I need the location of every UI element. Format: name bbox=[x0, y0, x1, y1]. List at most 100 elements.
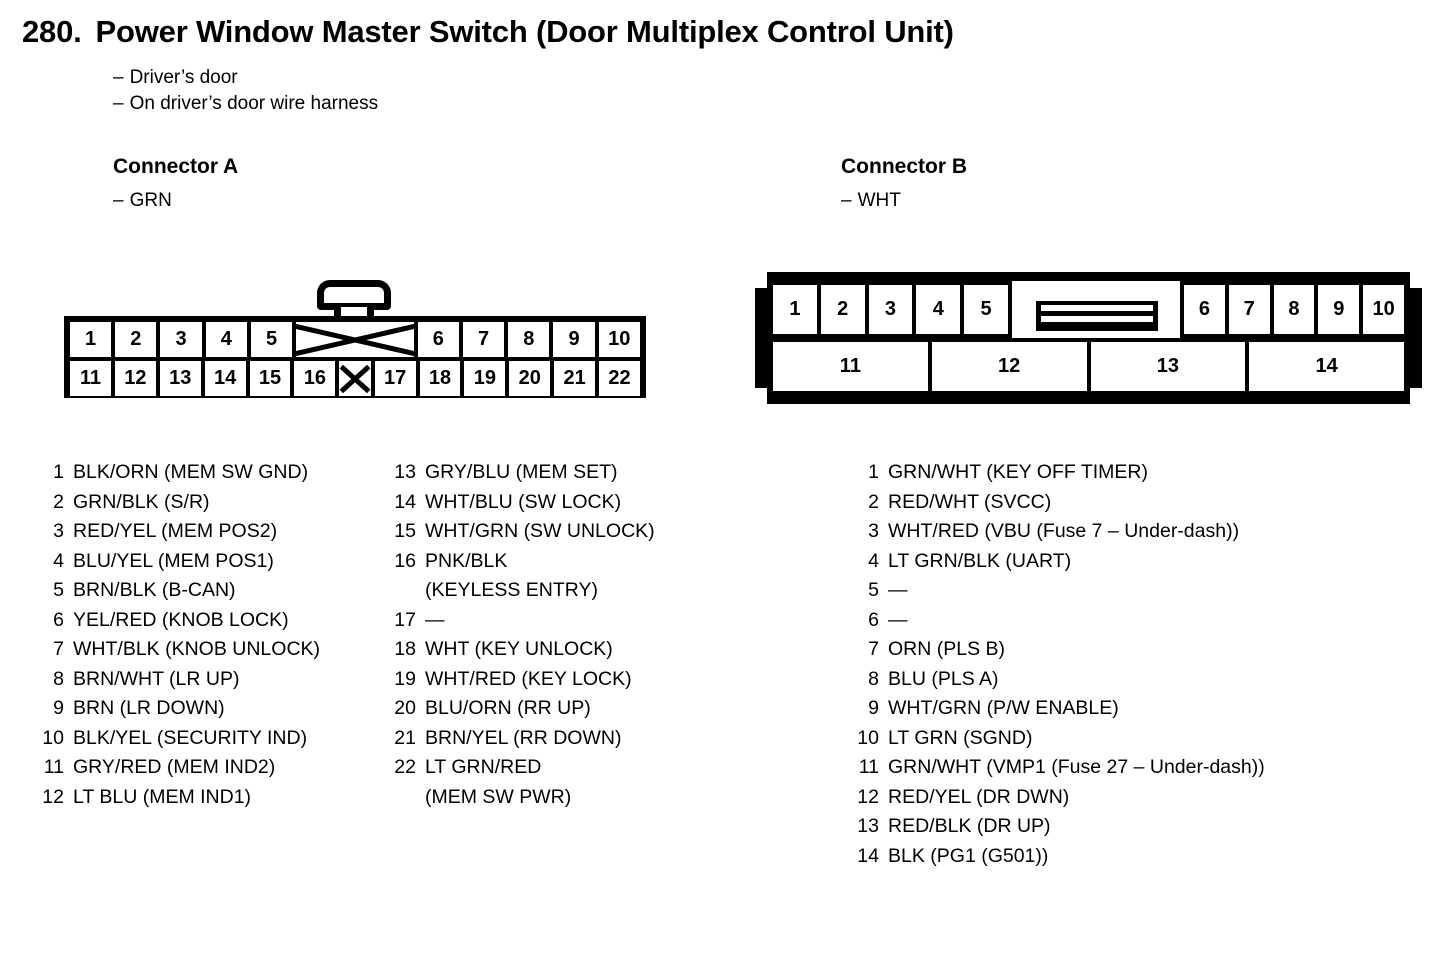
pin-cell-b-7: 7 bbox=[1228, 285, 1270, 334]
bullet-dash: – bbox=[841, 190, 852, 211]
pin-label: LT GRN (SGND) bbox=[888, 726, 1033, 749]
pin-number: 9 bbox=[868, 697, 879, 719]
pin-number: 11 bbox=[858, 756, 879, 778]
pin-number: 3 bbox=[868, 520, 879, 542]
notch bbox=[1410, 272, 1422, 288]
connector-b-color-text: WHT bbox=[857, 190, 901, 211]
pin-number: 1 bbox=[53, 461, 64, 483]
pin-number: 14 bbox=[857, 844, 879, 867]
pin-cell-b-14: 14 bbox=[1249, 342, 1404, 391]
pin-cell-a-4: 4 bbox=[205, 322, 247, 357]
connector-a-color-text: GRN bbox=[129, 190, 172, 211]
latch-slot-line bbox=[1041, 316, 1153, 322]
connector-b-heading: Connector B –WHT bbox=[841, 155, 967, 212]
pin-label: LT GRN/RED bbox=[425, 756, 542, 778]
pin-cell-a-11: 11 bbox=[70, 361, 111, 396]
pin-cell-b-13: 13 bbox=[1090, 342, 1246, 391]
pin-number: 10 bbox=[42, 726, 64, 749]
bullet-dash: – bbox=[113, 93, 124, 114]
pin-cell-a-7: 7 bbox=[462, 322, 505, 357]
pin-label: WHT/BLK (KNOB UNLOCK) bbox=[73, 638, 321, 660]
connector-a-body: 1 2 3 4 5 6 7 8 9 10 11 12 13 14 15 16 1… bbox=[64, 316, 646, 398]
connector-b-top-right-group: 6 7 8 9 10 bbox=[1180, 281, 1408, 338]
connector-a-bottom-row: 11 12 13 14 15 16 17 18 19 20 21 22 bbox=[70, 361, 640, 396]
connector-a-color: –GRN bbox=[113, 190, 238, 212]
pin-cell-a-blank-bottom bbox=[339, 361, 371, 396]
pin-cell-a-22: 22 bbox=[599, 361, 640, 396]
pin-number: 22 bbox=[394, 756, 416, 778]
pin-number: 6 bbox=[868, 608, 879, 631]
connector-b-top-left-group: 1 2 3 4 5 bbox=[769, 281, 1012, 338]
pin-label: BLU/YEL (MEM POS1) bbox=[73, 549, 274, 572]
latch-slot-line bbox=[1041, 305, 1153, 311]
pin-label: WHT/RED (KEY LOCK) bbox=[425, 667, 632, 690]
pin-cell-a-12: 12 bbox=[114, 361, 156, 396]
pin-label: WHT/GRN (P/W ENABLE) bbox=[888, 697, 1119, 719]
pin-label: LT BLU (MEM IND1) bbox=[73, 785, 252, 808]
x-mark-icon bbox=[339, 361, 370, 396]
pin-cell-b-8: 8 bbox=[1273, 285, 1315, 334]
header-note: –Driver’s door bbox=[113, 65, 378, 91]
pin-number: 21 bbox=[394, 726, 416, 749]
pin-label: GRN/WHT (KEY OFF TIMER) bbox=[888, 461, 1149, 483]
pin-number: 19 bbox=[394, 667, 416, 690]
pin-label: BLU/ORN (RR UP) bbox=[425, 697, 591, 719]
pin-number: 4 bbox=[53, 549, 64, 572]
pin-cell-a-1: 1 bbox=[70, 322, 112, 357]
connector-a-diagram: 1 2 3 4 5 6 7 8 9 10 11 12 13 14 15 16 1… bbox=[64, 280, 646, 398]
section-title: Power Window Master Switch (Door Multipl… bbox=[95, 14, 954, 49]
pin-list-item: 19 WHT/RED (KEY LOCK) bbox=[382, 665, 655, 695]
pin-list-item: 12 LT BLU (MEM IND1) bbox=[30, 783, 320, 813]
pin-label-continuation: (MEM SW PWR) bbox=[425, 785, 572, 808]
pin-cell-b-5: 5 bbox=[964, 285, 1008, 334]
pin-label: WHT/GRN (SW UNLOCK) bbox=[425, 520, 655, 542]
pin-cell-a-13: 13 bbox=[159, 361, 201, 396]
header-note-text: On driver’s door wire harness bbox=[129, 93, 379, 114]
pin-label-continuation: (KEYLESS ENTRY) bbox=[425, 579, 599, 601]
connector-a-heading: Connector A –GRN bbox=[113, 155, 238, 212]
pin-label: BRN/BLK (B-CAN) bbox=[73, 579, 236, 601]
pin-cell-b-3: 3 bbox=[868, 285, 913, 334]
notch bbox=[755, 272, 767, 288]
pin-label: — bbox=[888, 579, 908, 601]
pin-label: BRN/WHT (LR UP) bbox=[73, 667, 240, 690]
pin-label: WHT (KEY UNLOCK) bbox=[425, 638, 613, 660]
pin-label: WHT/RED (VBU (Fuse 7 – Under-dash)) bbox=[888, 520, 1240, 542]
pin-cell-a-21: 21 bbox=[554, 361, 596, 396]
pin-label: WHT/BLU (SW LOCK) bbox=[425, 490, 622, 513]
bullet-dash: – bbox=[113, 67, 124, 88]
pin-number: 2 bbox=[53, 490, 64, 513]
pin-number: 12 bbox=[857, 785, 879, 808]
section-number: 280. bbox=[22, 14, 82, 49]
pin-label: — bbox=[888, 608, 908, 631]
header-notes: –Driver’s door –On driver’s door wire ha… bbox=[113, 65, 378, 117]
pin-cell-a-10: 10 bbox=[598, 322, 640, 357]
pin-label: GRY/RED (MEM IND2) bbox=[73, 756, 276, 778]
pin-number: 5 bbox=[868, 579, 879, 601]
pin-cell-a-18: 18 bbox=[419, 361, 461, 396]
pin-label: BLK (PG1 (G501)) bbox=[888, 844, 1049, 867]
pin-number: 16 bbox=[394, 549, 416, 572]
pin-list-item: 4 BLU/YEL (MEM POS1) bbox=[30, 547, 320, 577]
pin-cell-a-16: 16 bbox=[294, 361, 336, 396]
header-note: –On driver’s door wire harness bbox=[113, 91, 378, 117]
pin-number: 12 bbox=[42, 785, 64, 808]
pin-cell-a-blank-top bbox=[296, 322, 414, 357]
pin-cell-b-6: 6 bbox=[1184, 285, 1225, 334]
connector-a-latch-loop bbox=[317, 280, 391, 310]
